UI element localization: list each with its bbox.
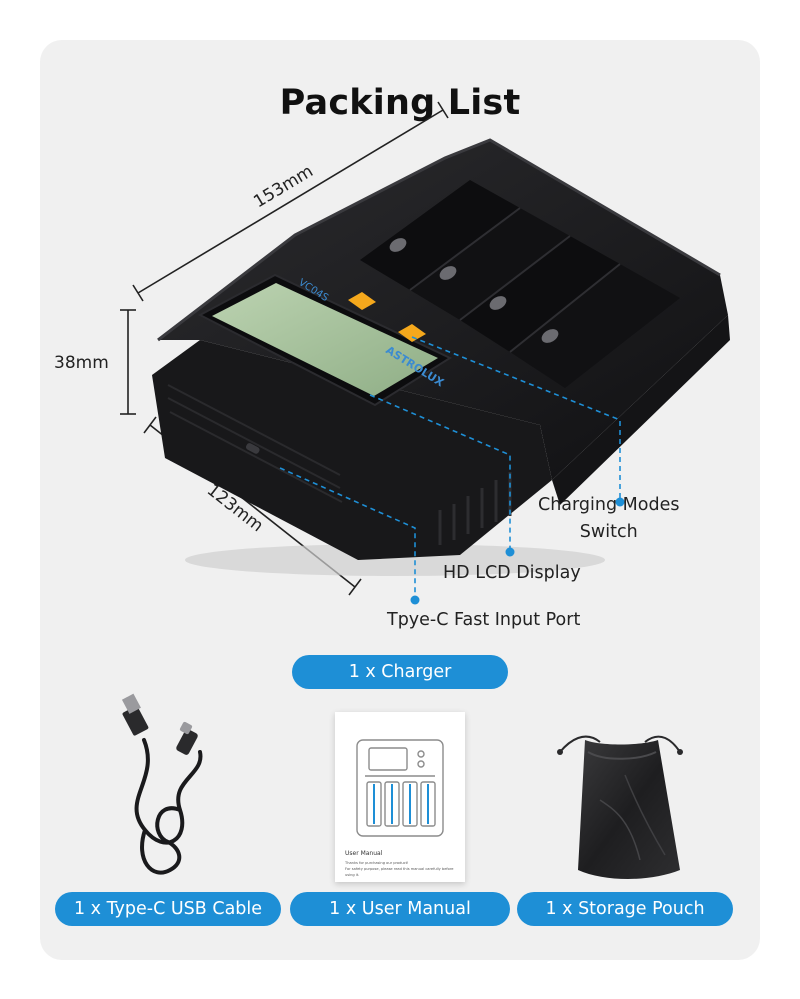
page-title: Packing List <box>279 83 521 123</box>
dimension-length-label: 153mm <box>250 161 317 212</box>
callout-dot-lcd <box>505 547 515 557</box>
pouch-icon <box>557 735 683 879</box>
callout-charging-modes: Charging Modes Switch <box>538 492 679 546</box>
lcd-screen <box>212 283 438 396</box>
callout-dot-port <box>410 595 420 605</box>
callout-lcd: HD LCD Display <box>443 563 581 583</box>
manual-icon: User Manual Thanks for purchasing our pr… <box>335 712 465 882</box>
item-label-charger: 1 x Charger <box>292 655 508 689</box>
callout-port: Tpye-C Fast Input Port <box>387 610 581 630</box>
item-label-pouch: 1 x Storage Pouch <box>517 892 733 926</box>
usb-cable-icon <box>121 693 203 875</box>
manual-line2: For safety purpose, please read this man… <box>345 867 454 871</box>
callout-charging-modes-line2: Switch <box>579 522 638 542</box>
manual-heading: User Manual <box>345 850 383 857</box>
packing-list-card: Packing List 153mm <box>40 40 760 960</box>
mode-button-2 <box>398 324 426 342</box>
manual-line3: using it. <box>345 873 359 877</box>
charger-illustration: 153mm 38mm 123mm <box>54 101 730 879</box>
battery-bays <box>360 180 680 388</box>
item-label-manual: 1 x User Manual <box>290 892 510 926</box>
mode-button-1 <box>348 292 376 310</box>
callout-dot-modes <box>615 497 625 507</box>
callout-charging-modes-line1: Charging Modes <box>538 495 680 515</box>
charger-body: ASTROLUX VC04S <box>152 138 730 576</box>
manual-illustration: User Manual Thanks for purchasing our pr… <box>344 739 454 877</box>
usb-c-port <box>245 443 260 454</box>
manual-line1: Thanks for purchasing our product! <box>344 861 408 865</box>
dimension-height: 38mm <box>54 309 136 415</box>
dimension-height-label: 38mm <box>54 353 109 373</box>
callout-lines <box>279 336 621 596</box>
item-label-cable: 1 x Type-C USB Cable <box>55 892 281 926</box>
